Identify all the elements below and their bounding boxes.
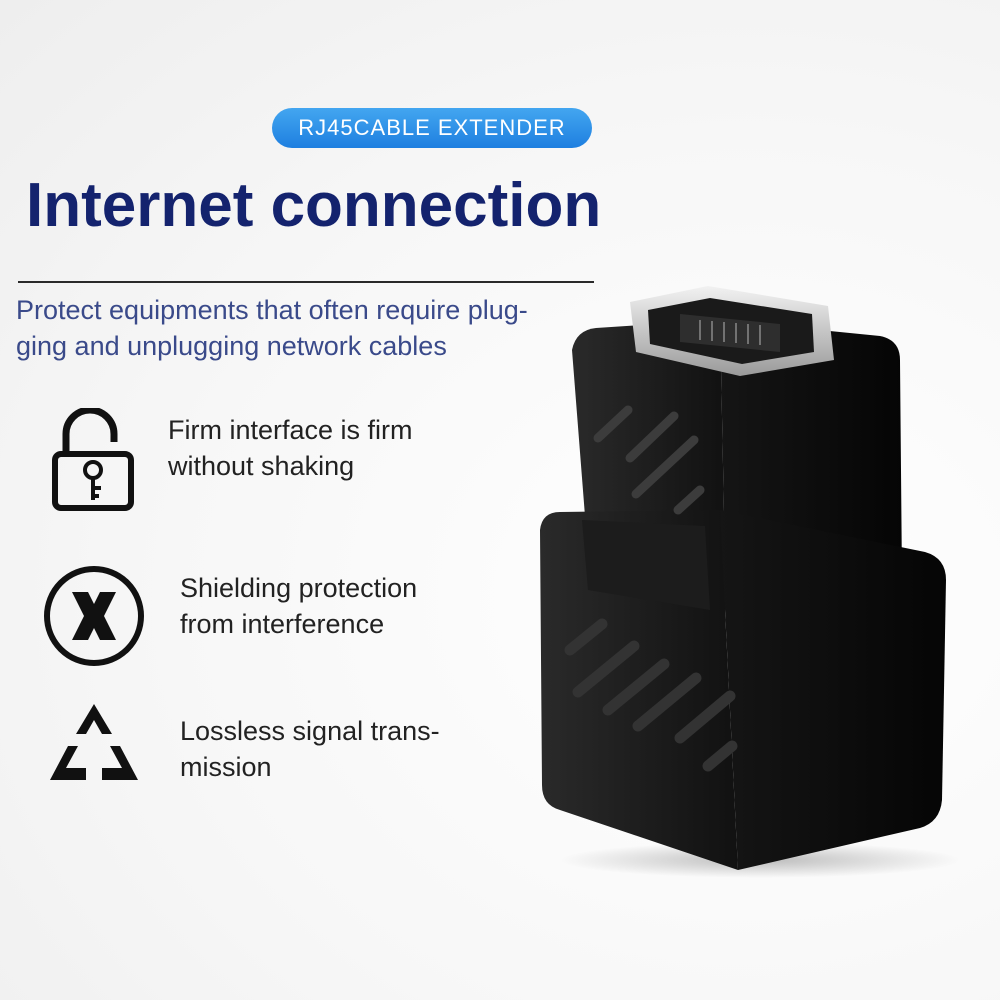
category-badge-text: RJ45CABLE EXTENDER — [298, 115, 566, 140]
feature-line: from interference — [180, 609, 385, 639]
feature-line: without shaking — [168, 451, 355, 481]
feature-firm-interface: Firm interface is firm without shaking — [168, 412, 413, 484]
subtitle: Protect equipments that often require pl… — [16, 292, 576, 364]
rj45-splitter-adapter-image — [540, 286, 960, 878]
recycle-triangle-icon — [50, 704, 138, 780]
feature-line: Lossless signal trans- — [180, 716, 440, 746]
feature-line: Firm interface is firm — [168, 415, 413, 445]
feature-line: mission — [180, 752, 272, 782]
title-divider — [18, 281, 594, 283]
subtitle-line: ging and unplugging network cables — [16, 331, 447, 361]
subtitle-line: Protect equipments that often require pl… — [16, 295, 528, 325]
shield-x-icon — [44, 566, 144, 666]
category-badge: RJ45CABLE EXTENDER — [272, 108, 592, 148]
feature-lossless: Lossless signal trans- mission — [180, 713, 440, 785]
feature-shielding: Shielding protection from interference — [180, 570, 417, 642]
padlock-key-icon — [52, 408, 134, 511]
page-title: Internet connection — [26, 171, 602, 240]
feature-line: Shielding protection — [180, 573, 418, 603]
